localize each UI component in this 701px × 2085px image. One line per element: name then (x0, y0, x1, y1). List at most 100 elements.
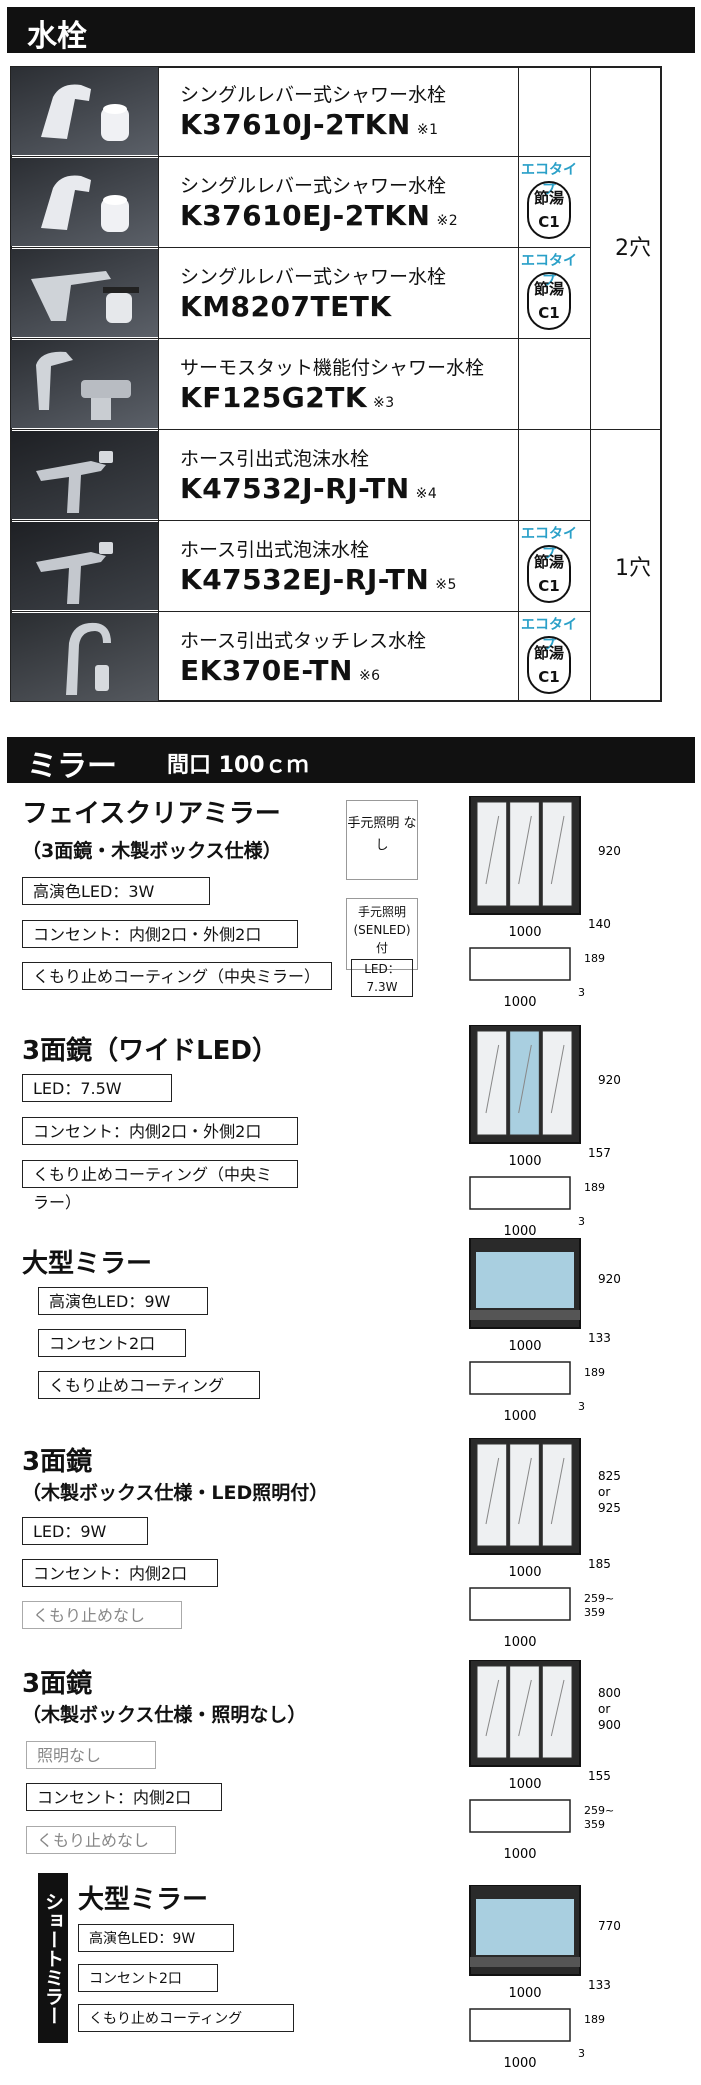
option-no-hand-light: 手元照明 なし (346, 800, 418, 880)
mirror-title: 3面鏡 (22, 1447, 93, 1477)
spec-box: 高演色LED：3W (22, 877, 210, 905)
dim-depth: 140 (588, 917, 611, 931)
faucet-photo (11, 522, 158, 610)
faucet-name: シングルレバー式シャワー水栓 (180, 266, 447, 288)
mirror-panel (476, 1030, 508, 1136)
dim-depth: 133 (588, 1978, 611, 1992)
dim-light-depth: 3 (578, 1215, 585, 1228)
faucet-row: シングルレバー式シャワー水栓 K37610EJ-2TKN※2 エコタイプ 節湯 … (10, 157, 662, 247)
spec-box: コンセント：内側2口 (22, 1559, 218, 1587)
dim-light-height: 359 (584, 1606, 605, 1619)
water-saving-c1-badge: 節湯 C1 (527, 545, 571, 603)
faucet-row: シングルレバー式シャワー水栓 KM8207TETK エコタイプ 節湯 C1 (10, 248, 662, 338)
mirror-panel (541, 1030, 573, 1136)
faucet-row: ホース引出式泡沫水栓 K47532J-RJ-TN※4 (10, 430, 662, 520)
faucet-code: K47532J-RJ-TN※4 (180, 472, 438, 505)
faucet-name: サーモスタット機能付シャワー水栓 (180, 357, 485, 379)
spec-box: コンセント：内側2口・外側2口 (22, 1117, 298, 1145)
mirror-section-subtitle: 間口 100ｃｍ (167, 753, 309, 778)
water-saving-c1-badge: 節湯 C1 (527, 181, 571, 239)
spec-box: LED：7.5W (22, 1074, 172, 1102)
dim-width: 1000 (508, 925, 541, 940)
mirror-title: フェイスクリアミラー (22, 799, 281, 829)
spec-box: コンセント2口 (78, 1964, 218, 1992)
dim-depth: 155 (588, 1769, 611, 1783)
light-unit (469, 1587, 571, 1621)
dim-light-height: 189 (584, 1366, 605, 1379)
dim-depth: 157 (588, 1146, 611, 1160)
mirror-subtitle: （木製ボックス仕様・照明なし） (22, 1704, 307, 1726)
dim-light-width: 1000 (503, 1847, 536, 1862)
faucet-row: サーモスタット機能付シャワー水栓 KF125G2TK※3 (10, 339, 662, 429)
spec-box: くもり止めコーティング (38, 1371, 260, 1399)
dim-height: 920 (598, 844, 621, 858)
faucet-row: ホース引出式泡沫水栓 K47532EJ-RJ-TN※5 エコタイプ 節湯 C1 (10, 521, 662, 611)
dim-light-width: 1000 (503, 2056, 536, 2071)
short-mirror-side-label: ショートミラー (38, 1873, 68, 2043)
mirror-section-title: ミラー (27, 749, 117, 784)
faucet-photo (11, 431, 158, 519)
water-saving-c1-badge: 節湯 C1 (527, 636, 571, 694)
dim-height: 770 (598, 1919, 621, 1933)
dim-light-width: 1000 (503, 1409, 536, 1424)
faucet-photo (11, 67, 158, 155)
spec-box: 高演色LED：9W (38, 1287, 208, 1315)
dim-width: 1000 (508, 1565, 541, 1580)
dim-light-width: 1000 (503, 995, 536, 1010)
faucet-name: ホース引出式タッチレス水栓 (180, 630, 427, 652)
mirror-title: 3面鏡（ワイドLED） (22, 1036, 279, 1066)
dim-width: 1000 (508, 1154, 541, 1169)
light-unit (469, 1361, 571, 1395)
mirror-section-header: ミラー 間口 100ｃｍ (7, 737, 695, 784)
dim-width: 1000 (508, 1339, 541, 1354)
mirror-subtitle: （3面鏡・木製ボックス仕様） (22, 840, 282, 862)
faucet-section-title: 水栓 (27, 19, 87, 54)
spec-box-disabled: くもり止めなし (26, 1826, 176, 1854)
spec-box: LED：9W (22, 1517, 148, 1545)
mirror-subtitle: （木製ボックス仕様・LED照明付） (22, 1482, 329, 1504)
water-saving-c1-badge: 節湯 C1 (527, 272, 571, 330)
mirror-panel (476, 801, 508, 907)
spec-box: くもり止めコーティング（中央ミラー） (22, 962, 332, 990)
mirror-title: 大型ミラー (22, 1249, 153, 1279)
faucet-code: K47532EJ-RJ-TN※5 (180, 563, 457, 596)
faucet-name: シングルレバー式シャワー水栓 (180, 175, 447, 197)
spec-box-disabled: 照明なし (26, 1741, 156, 1769)
spec-box: コンセント：内側2口 (26, 1783, 222, 1811)
dim-height: 920 (598, 1272, 621, 1286)
faucet-code: K37610J-2TKN※1 (180, 108, 439, 141)
spec-box-disabled: くもり止めなし (22, 1601, 182, 1629)
dim-light-width: 1000 (503, 1224, 536, 1239)
faucet-code: KM8207TETK (180, 290, 392, 323)
faucet-section-header: 水栓 (7, 7, 695, 54)
faucet-photo (11, 249, 158, 337)
faucet-name: シングルレバー式シャワー水栓 (180, 84, 447, 106)
dim-width: 1000 (508, 1777, 541, 1792)
faucet-photo (11, 613, 158, 701)
dim-light-height: 259~ (584, 1592, 614, 1605)
dim-light-depth: 3 (578, 1400, 585, 1413)
dim-height: 900 (598, 1718, 621, 1732)
spec-box: くもり止めコーティング (78, 2004, 294, 2032)
mirror-glass (476, 1899, 574, 1955)
dim-light-height: 189 (584, 2013, 605, 2026)
dim-height: 800 (598, 1686, 621, 1700)
dim-height: 825 (598, 1469, 621, 1483)
faucet-table: シングルレバー式シャワー水栓 K37610J-2TKN※1 シングルレバー式シャ… (10, 66, 662, 702)
dim-light-height: 359 (584, 1818, 605, 1831)
light-unit (469, 2008, 571, 2042)
dim-height: 925 (598, 1501, 621, 1515)
dim-depth: 185 (588, 1557, 611, 1571)
option-hand-light-spec: LED：7.3W (351, 959, 413, 997)
faucet-name: ホース引出式泡沫水栓 (180, 539, 370, 561)
dim-light-depth: 3 (578, 2047, 585, 2060)
faucet-code: EK370E-TN※6 (180, 654, 381, 687)
faucet-code: K37610EJ-2TKN※2 (180, 199, 459, 232)
faucet-row: シングルレバー式シャワー水栓 K37610J-2TKN※1 (10, 66, 662, 156)
dim-height: or (598, 1702, 610, 1716)
